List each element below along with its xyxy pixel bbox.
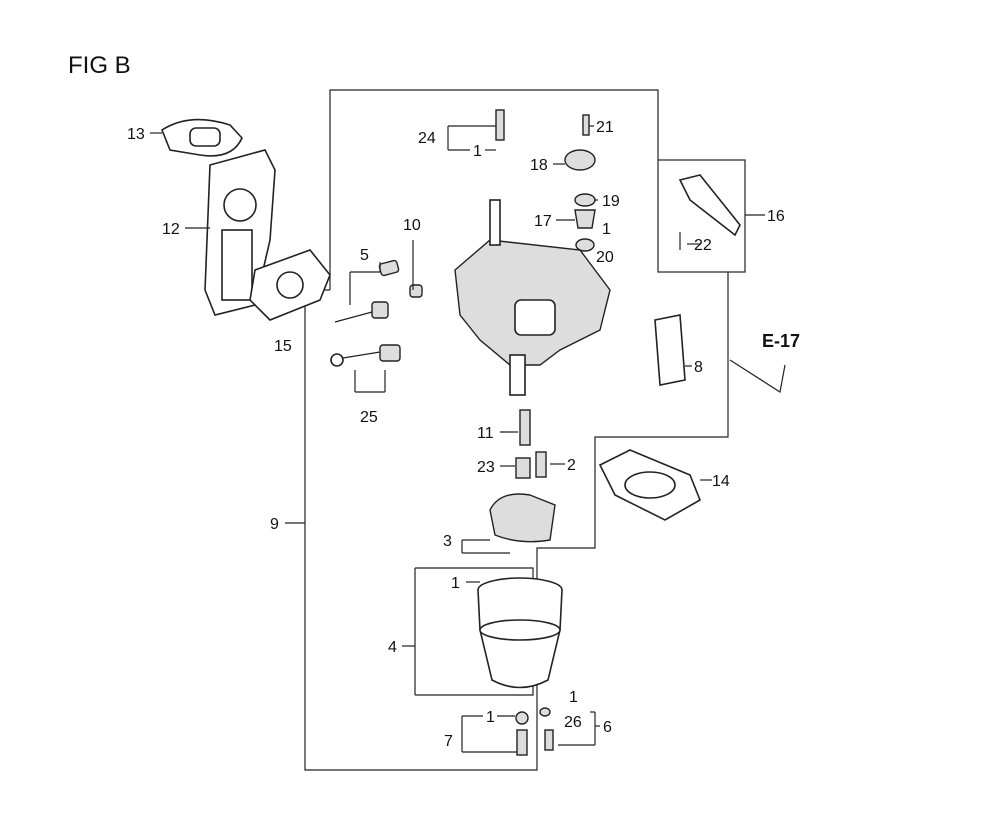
leader-lines: [150, 125, 765, 753]
callout-24: 24: [418, 130, 436, 147]
callout-5: 5: [360, 247, 369, 264]
callout-10: 10: [403, 217, 421, 234]
callout-26: 26: [564, 714, 582, 731]
insulator-gasket: [249, 249, 331, 321]
callout-23: 23: [477, 459, 495, 476]
drain-bolts: [515, 707, 554, 756]
callout-12: 12: [162, 221, 180, 238]
callout-11: 11: [477, 425, 494, 442]
callout-1e: 1: [569, 689, 578, 706]
callout-18: 18: [530, 157, 548, 174]
callout-21: 21: [596, 119, 614, 136]
figure-title: FIG B: [68, 52, 131, 79]
callout-22: 22: [694, 237, 712, 254]
callout-4: 4: [388, 639, 397, 656]
intake-gasket: [598, 449, 702, 521]
callout-1a: 1: [473, 143, 482, 160]
callout-6: 6: [603, 719, 612, 736]
callout-1d: 1: [486, 709, 495, 726]
reference-label: E-17: [762, 331, 800, 351]
float: [489, 493, 556, 543]
float-bowl: [477, 577, 563, 689]
callout-16: 16: [767, 208, 785, 225]
callout-8: 8: [694, 359, 703, 376]
callout-1c: 1: [451, 575, 460, 592]
callout-labels: 13 12 15 24 1 21 18 19 17 1 20 16 22 10 …: [127, 119, 800, 750]
callout-7: 7: [444, 733, 453, 750]
callout-1b: 1: [602, 221, 611, 238]
callout-13: 13: [127, 126, 145, 143]
choke-lever: [678, 174, 741, 250]
callout-25: 25: [360, 409, 378, 426]
carburetor-body: [454, 199, 611, 396]
callout-14: 14: [712, 473, 730, 490]
callout-17: 17: [534, 213, 552, 230]
assembly-outline: [304, 89, 786, 771]
callout-3: 3: [443, 533, 452, 550]
exhaust-gasket: [161, 118, 243, 157]
callout-20: 20: [596, 249, 614, 266]
callout-2: 2: [567, 457, 576, 474]
callout-19: 19: [602, 193, 620, 210]
callout-9: 9: [270, 516, 279, 533]
diaphragm-gasket: [654, 314, 686, 386]
callout-15: 15: [274, 338, 292, 355]
